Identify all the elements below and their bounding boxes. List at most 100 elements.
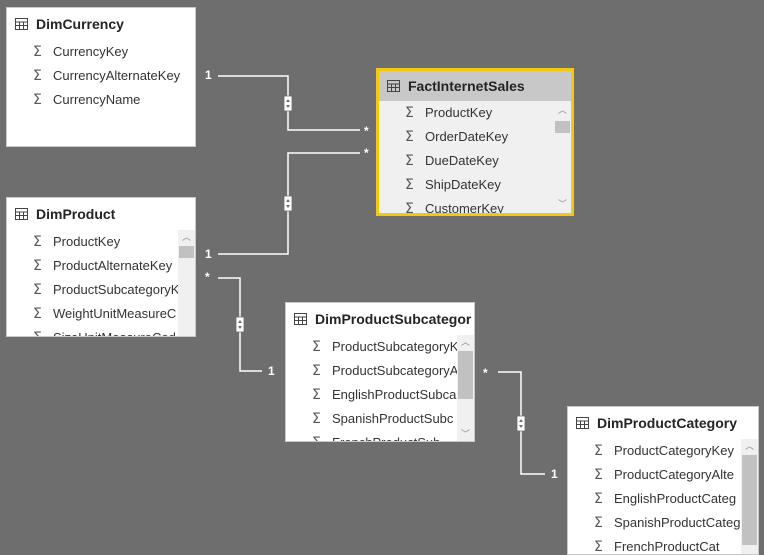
field-name: ProductCategoryAlte [614,467,734,482]
field-item[interactable]: Σ DueDateKey [379,149,571,173]
field-name: ProductSubcategoryK [53,282,180,297]
vertical-scrollbar[interactable]: ︿ ﹀ [554,103,571,213]
scroll-up-icon[interactable]: ︿ [181,233,191,243]
table-icon [15,18,28,30]
table-header[interactable]: FactInternetSales [379,71,571,101]
sigma-icon: Σ [33,92,42,108]
sigma-icon: Σ [33,306,42,322]
sigma-icon: Σ [33,234,42,250]
sigma-icon: Σ [405,129,414,145]
cardinality-one-label: 1 [205,68,212,82]
field-item[interactable]: Σ ProductCategoryAlte [568,463,758,487]
sigma-icon: Σ [405,153,414,169]
field-name: DueDateKey [425,153,499,168]
table-header[interactable]: DimProduct [7,198,195,230]
field-name: CurrencyName [53,92,141,107]
field-item[interactable]: Σ ProductSubcategoryK [7,278,195,302]
field-name: ProductSubcategoryA [332,363,459,378]
table-card-dim-product-subcategory[interactable]: DimProductSubcategor Σ ProductSubcategory… [285,302,475,442]
crossfilter-icon [235,95,526,432]
field-item[interactable]: Σ SpanishProductCateg [568,511,758,535]
field-item[interactable]: Σ SizeUnitMeasureCod [7,326,195,336]
field-item[interactable]: Σ CurrencyName [7,88,195,112]
field-item[interactable]: Σ ProductSubcategoryA [286,359,474,383]
scrollbar-thumb[interactable] [742,455,757,545]
sigma-icon: Σ [312,387,321,403]
field-item[interactable]: Σ FrenchProductCat [568,535,758,555]
cardinality-one-label: 1 [205,247,212,261]
field-name: SpanishProductSubc [332,411,454,426]
table-header[interactable]: DimProductCategory [568,407,758,439]
sigma-icon: Σ [33,282,42,298]
field-item[interactable]: Σ EnglishProductSubca [286,383,474,407]
sigma-icon: Σ [312,431,326,441]
field-name: SpanishProductCateg [614,515,741,530]
scroll-up-icon[interactable]: ︿ [557,106,567,116]
table-icon [15,208,28,220]
cardinality-one-label: 1 [551,467,558,481]
cardinality-many-label: * [364,124,369,138]
table-icon [294,313,307,325]
table-title: FactInternetSales [408,78,525,94]
field-name: ProductKey [425,105,493,120]
scroll-down-icon[interactable]: ﹀ [460,430,470,440]
sigma-icon: Σ [33,44,42,60]
field-name: WeightUnitMeasureC [53,306,177,321]
field-name: ProductAlternateKey [53,258,173,273]
sigma-icon: Σ [594,443,603,459]
field-name: FrenchProductSub [332,431,440,441]
sigma-icon: Σ [594,515,603,531]
field-name: ShipDateKey [425,177,501,192]
scroll-up-icon[interactable]: ︿ [744,442,754,452]
table-icon [576,417,589,429]
sigma-icon: Σ [312,339,321,355]
sigma-icon: Σ [594,467,603,483]
sigma-icon: Σ [594,539,603,555]
cardinality-many-label: * [364,146,369,160]
sigma-icon: Σ [405,201,414,216]
scroll-up-icon[interactable]: ︿ [460,338,470,348]
vertical-scrollbar[interactable]: ︿ [178,230,195,336]
field-name: EnglishProductCateg [614,491,737,506]
field-name: CurrencyAlternateKey [53,68,181,83]
table-title: DimCurrency [36,16,124,32]
sigma-icon: Σ [594,491,603,507]
field-name: EnglishProductSubca [332,387,457,402]
field-item[interactable]: Σ ProductKey [7,230,195,254]
vertical-scrollbar[interactable]: ︿ ﹀ [457,335,474,441]
field-item[interactable]: Σ WeightUnitMeasureC [7,302,195,326]
table-header[interactable]: DimProductSubcategor [286,303,474,335]
sigma-icon: Σ [312,363,321,379]
sigma-icon: Σ [33,326,47,336]
field-name: FrenchProductCat [614,539,720,554]
scrollbar-thumb[interactable] [179,246,194,258]
field-item[interactable]: Σ ProductSubcategoryK [286,335,474,359]
field-item[interactable]: Σ FrenchProductSub [286,431,474,441]
table-header[interactable]: DimCurrency [7,8,195,40]
scroll-down-icon[interactable]: ﹀ [557,200,567,210]
field-item[interactable]: Σ EnglishProductCateg [568,487,758,511]
sigma-icon: Σ [33,68,42,84]
scrollbar-thumb[interactable] [555,121,570,133]
vertical-scrollbar[interactable]: ︿ [741,439,758,554]
field-name: ProductKey [53,234,121,249]
scrollbar-thumb[interactable] [458,351,473,399]
field-item[interactable]: Σ CurrencyAlternateKey [7,64,195,88]
field-name: ProductSubcategoryK [332,339,459,354]
field-name: SizeUnitMeasureCod [53,326,176,336]
table-title: DimProductSubcategor [315,311,472,327]
